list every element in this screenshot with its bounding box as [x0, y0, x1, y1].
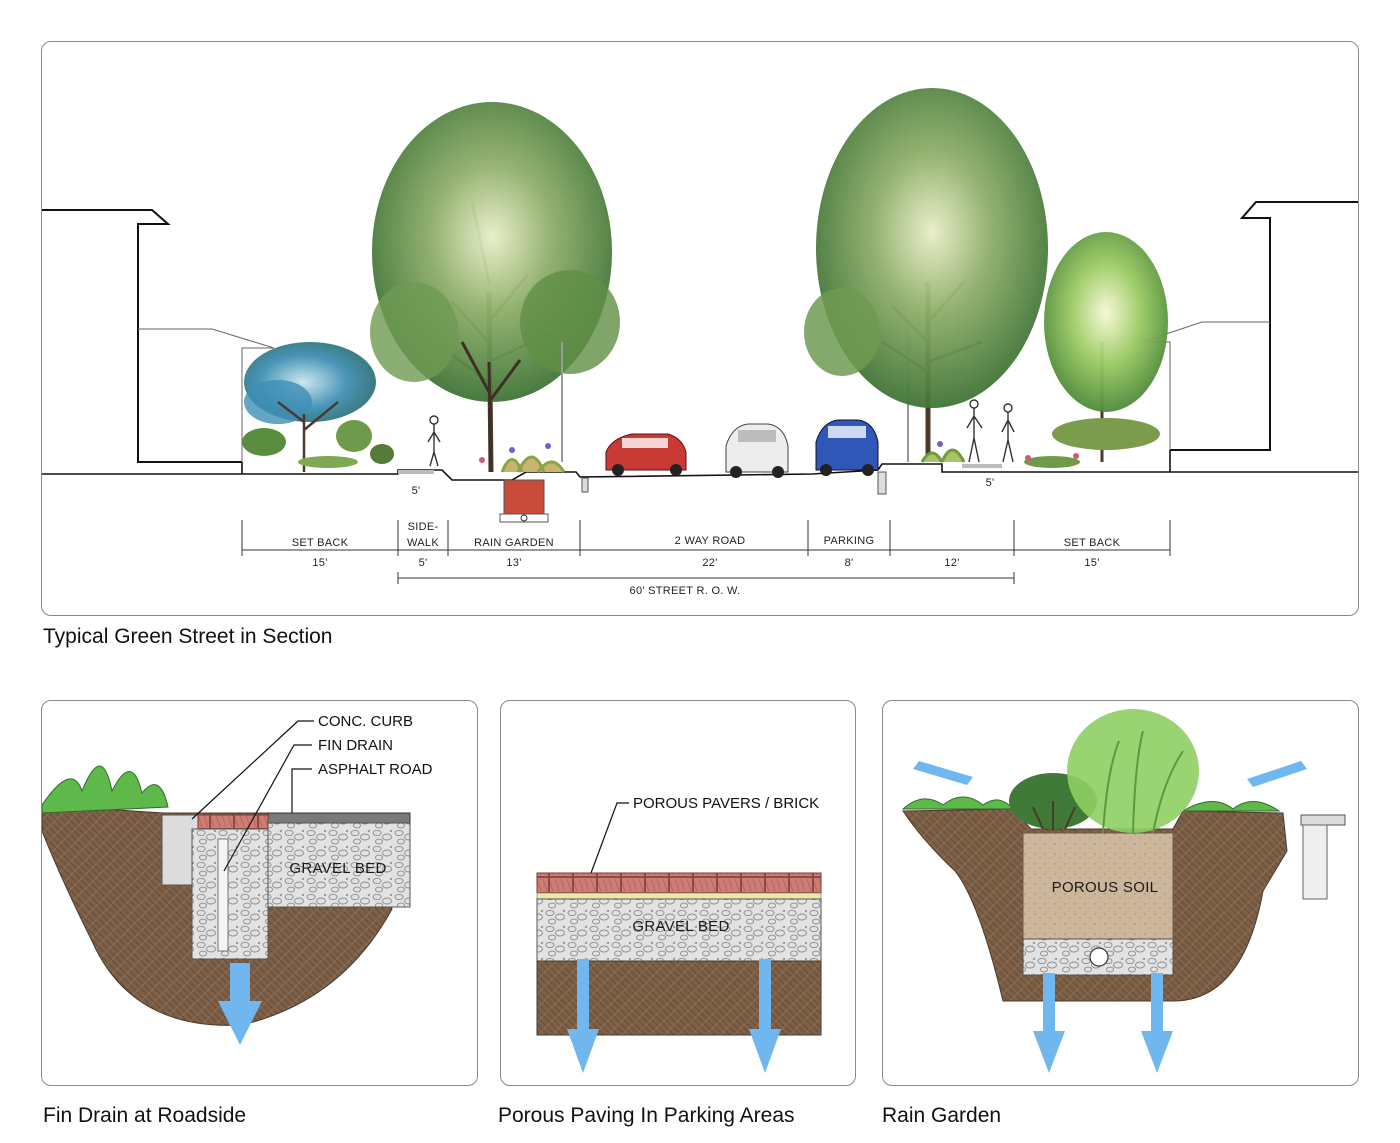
dim-label-sidewalk-2: WALK: [407, 537, 439, 549]
left-building-rear-outline: [138, 328, 275, 462]
rain-garden-plants: [479, 443, 566, 473]
dim-value-setback-left: 15': [312, 557, 327, 569]
row-total-label: 60' STREET R. O. W.: [630, 585, 741, 597]
callout-asphalt-road: ASPHALT ROAD: [318, 761, 433, 778]
dim-value-parking: 8': [845, 557, 854, 569]
porous-paving-caption: Porous Paving In Parking Areas: [498, 1104, 795, 1127]
street-section-panel: 5' 5' SET BACK 15' SIDE- WALK 5' RAIN GA…: [41, 41, 1359, 616]
fin-drain-pipe: [217, 838, 229, 952]
fin-drain-drawing: CONC. CURB FIN DRAIN ASPHALT ROAD GRAVEL…: [42, 713, 433, 1045]
fin-drain-leaders: [191, 720, 314, 872]
callout-conc-curb: CONC. CURB: [318, 713, 413, 730]
dim-value-verge: 12': [944, 557, 959, 569]
porous-paving-panel: POROUS PAVERS / BRICK GRAVEL BED: [500, 700, 856, 1086]
dim-label-setback-left: SET BACK: [292, 537, 349, 549]
rain-garden-box: [503, 479, 545, 519]
dimension-labels: SET BACK 15' SIDE- WALK 5' RAIN GARDEN 1…: [292, 521, 1121, 597]
rain-garden-drawing: POROUS SOIL: [901, 709, 1346, 1073]
rain-garden-caption: Rain Garden: [882, 1104, 1002, 1127]
dim-label-road: 2 WAY ROAD: [675, 535, 746, 547]
gravel-bed: [267, 822, 411, 908]
ground-line: [42, 463, 1358, 481]
sidewalk-right-dim: 5': [986, 477, 995, 489]
porous-water-arrow-right: [749, 959, 781, 1073]
left-sidewalk-slab: [398, 470, 434, 474]
rain-garden-curb: [1300, 814, 1346, 826]
rain-garden-water-arrow-right: [1141, 973, 1173, 1073]
rain-garden-panel: POROUS SOIL: [882, 700, 1359, 1086]
dim-label-rain-garden: RAIN GARDEN: [474, 537, 554, 549]
rain-garden-grasses: [1067, 709, 1199, 833]
dim-label-parking: PARKING: [824, 535, 875, 547]
left-building-outline: [42, 209, 242, 463]
pedestrian-right-1: [966, 399, 983, 463]
rain-garden-water-arrow-left: [1033, 973, 1065, 1073]
right-sidewalk-slab: [962, 464, 1002, 468]
white-car: [725, 423, 789, 478]
callout-fin-drain: FIN DRAIN: [318, 737, 393, 754]
red-car: [605, 433, 687, 476]
porous-pavers: [536, 872, 822, 894]
blue-car: [815, 419, 879, 476]
runoff-arrow-left: [913, 761, 973, 785]
underdrain-pipe: [1089, 947, 1109, 967]
section-caption: Typical Green Street in Section: [43, 625, 333, 648]
grass-tuft: [42, 765, 169, 814]
porous-gravel-bed: [536, 898, 822, 962]
rain-garden-grass-right: [1181, 801, 1281, 812]
dim-label-sidewalk: SIDE-: [408, 521, 439, 533]
right-building-outline: [1170, 201, 1358, 451]
pedestrian-left: [427, 415, 441, 467]
right-street-tree: [804, 88, 1048, 462]
porous-soil-label: POROUS SOIL: [1052, 879, 1159, 896]
right-ornamental-tree: [1044, 232, 1168, 462]
sidewalk-left-dim: 5': [412, 485, 421, 497]
dim-value-setback-right: 15': [1084, 557, 1099, 569]
porous-water-arrow-left: [567, 959, 599, 1073]
setting-bed: [536, 892, 822, 900]
dim-value-rain-garden: 13': [506, 557, 521, 569]
left-shrubs: [242, 420, 394, 468]
fin-drain-water-arrow: [218, 963, 262, 1045]
asphalt-layer: [267, 812, 411, 824]
dim-value-road: 22': [702, 557, 717, 569]
dimension-chain: [241, 520, 1171, 584]
runoff-arrow-right: [1247, 761, 1307, 787]
street-section-drawing: 5' 5' SET BACK 15' SIDE- WALK 5' RAIN GA…: [42, 88, 1358, 597]
curb-cap: [197, 814, 269, 830]
porous-soil-fill: [1022, 832, 1174, 940]
right-plants: [920, 441, 1080, 468]
fin-drain-gravel-label: GRAVEL BED: [289, 860, 386, 877]
porous-paving-drawing: POROUS PAVERS / BRICK GRAVEL BED: [536, 795, 822, 1073]
pedestrian-right-2: [1001, 403, 1015, 463]
callout-porous-pavers: POROUS PAVERS / BRICK: [633, 795, 819, 812]
dim-value-sidewalk: 5': [419, 557, 428, 569]
fin-drain-caption: Fin Drain at Roadside: [43, 1104, 247, 1127]
fin-drain-panel: CONC. CURB FIN DRAIN ASPHALT ROAD GRAVEL…: [41, 700, 478, 1086]
left-ornamental-tree: [244, 342, 376, 472]
porous-pavers-leader: [590, 802, 629, 874]
porous-gravel-label: GRAVEL BED: [632, 918, 729, 935]
rain-garden-grass-left: [901, 796, 1015, 810]
rain-garden-fin-drain: [1302, 824, 1328, 900]
dim-label-setback-right: SET BACK: [1064, 537, 1121, 549]
left-street-tree: [370, 102, 620, 473]
fin-drain-trench: [191, 828, 269, 960]
